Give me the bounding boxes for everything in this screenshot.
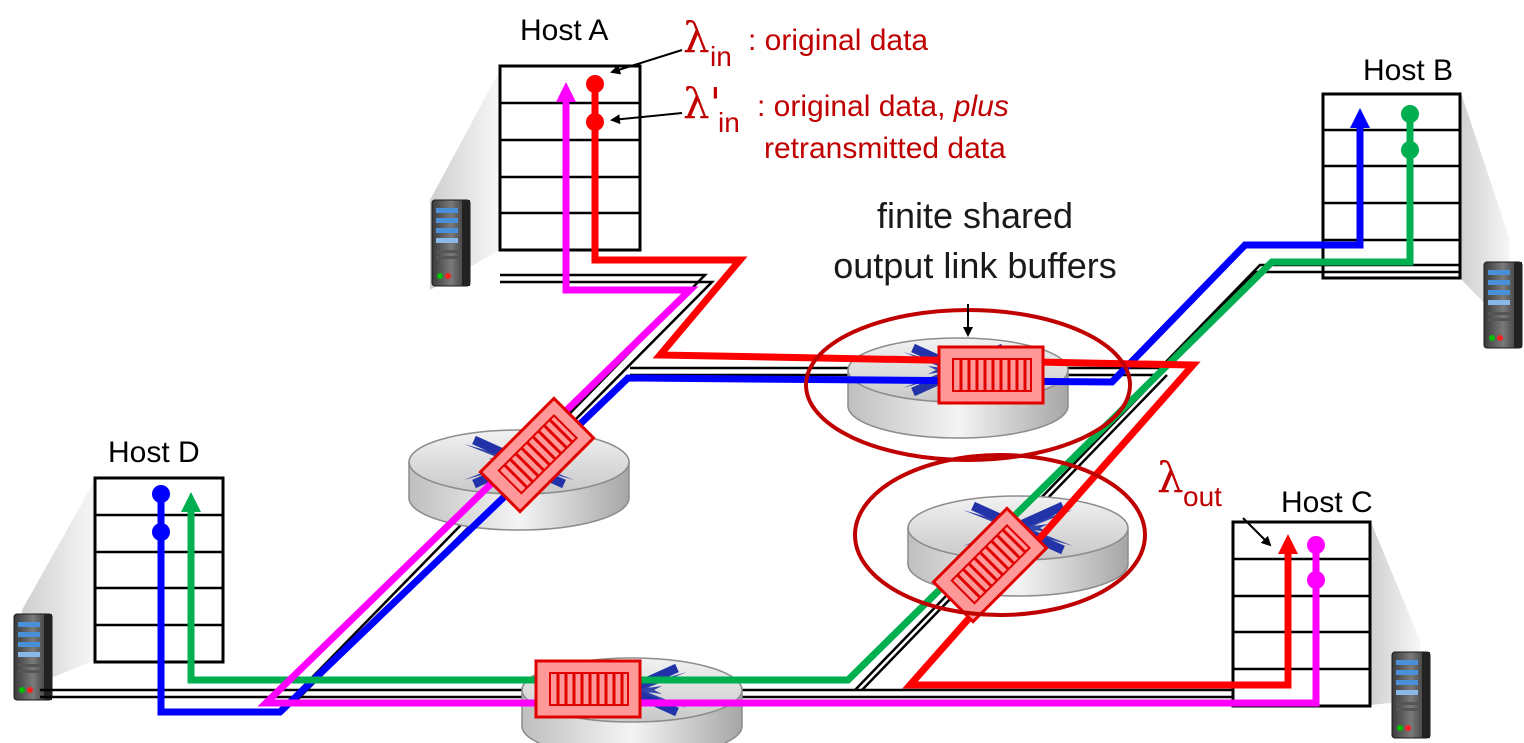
lambda-in-prime-symbol: λ': [683, 79, 721, 128]
lambda-in-prime-subscript: in: [718, 107, 740, 138]
arrow-lambda-out: [1242, 517, 1272, 547]
lambda-in-prime-text2: retransmitted data: [764, 132, 1006, 165]
host-a: Host A: [430, 14, 642, 290]
host-c-label: Host C: [1281, 486, 1373, 519]
flow-magenta: [257, 95, 1320, 707]
arrow-lambda-in: [610, 49, 683, 75]
host-d-label: Host D: [108, 436, 200, 469]
flow-red: [591, 84, 1292, 689]
buffer-top: [937, 345, 1045, 405]
lambda-in-subscript: in: [710, 41, 732, 72]
host-b-server-icon: [1483, 261, 1523, 349]
buffer-bottom: [534, 659, 642, 719]
flow-green-arrowhead: [181, 492, 201, 512]
host-a-label: Host A: [520, 14, 608, 47]
flow-blue: [157, 120, 1364, 716]
buffers-label-line2: output link buffers: [833, 245, 1117, 286]
lambda-in-prime-plus: plus: [953, 90, 1009, 123]
lambda-out-subscript: out: [1183, 481, 1222, 512]
dot-red-1: [586, 75, 604, 93]
host-b-label: Host B: [1363, 54, 1453, 87]
lambda-in-prime-label: λ' in : original data, plus retransmitte…: [683, 79, 1009, 165]
flows: [157, 84, 1414, 716]
flow-blue-arrowhead: [1350, 108, 1370, 128]
lambda-out-label: λ out: [1157, 453, 1222, 512]
host-a-server-icon: [431, 199, 471, 287]
dot-blue-2: [152, 523, 170, 541]
lambda-in-symbol: λ: [683, 13, 710, 62]
dot-green-1: [1401, 105, 1419, 123]
flow-red-arrowhead: [1278, 534, 1298, 554]
lambda-in-text: : original data: [748, 24, 928, 57]
dot-blue-1: [152, 485, 170, 503]
dot-magenta-1: [1307, 536, 1325, 554]
buffers-label: finite shared output link buffers: [833, 195, 1117, 286]
host-c: Host C: [1231, 486, 1431, 739]
flow-dots: [152, 75, 1419, 589]
host-b: Host B: [1321, 54, 1523, 349]
dot-magenta-2: [1307, 571, 1325, 589]
lambda-in-prime-text-part1: : original data,: [757, 90, 954, 123]
host-b-box: [1321, 92, 1462, 280]
lambda-out-symbol: λ: [1157, 453, 1184, 502]
flow-green: [187, 118, 1414, 684]
host-c-box: [1231, 520, 1372, 708]
arrow-lambda-in-prime: [610, 112, 683, 125]
dot-red-2: [586, 113, 604, 131]
host-d-server-icon: [13, 613, 53, 701]
lambda-in-label: λ in : original data: [683, 13, 928, 72]
lambda-in-prime-text: : original data, plus: [757, 90, 1009, 123]
dot-green-2: [1401, 141, 1419, 159]
flow-magenta-arrowhead: [556, 82, 576, 102]
highlight-ellipse-right: [853, 453, 1147, 617]
buffers-label-line1: finite shared: [877, 195, 1073, 236]
host-c-server-icon: [1391, 651, 1431, 739]
